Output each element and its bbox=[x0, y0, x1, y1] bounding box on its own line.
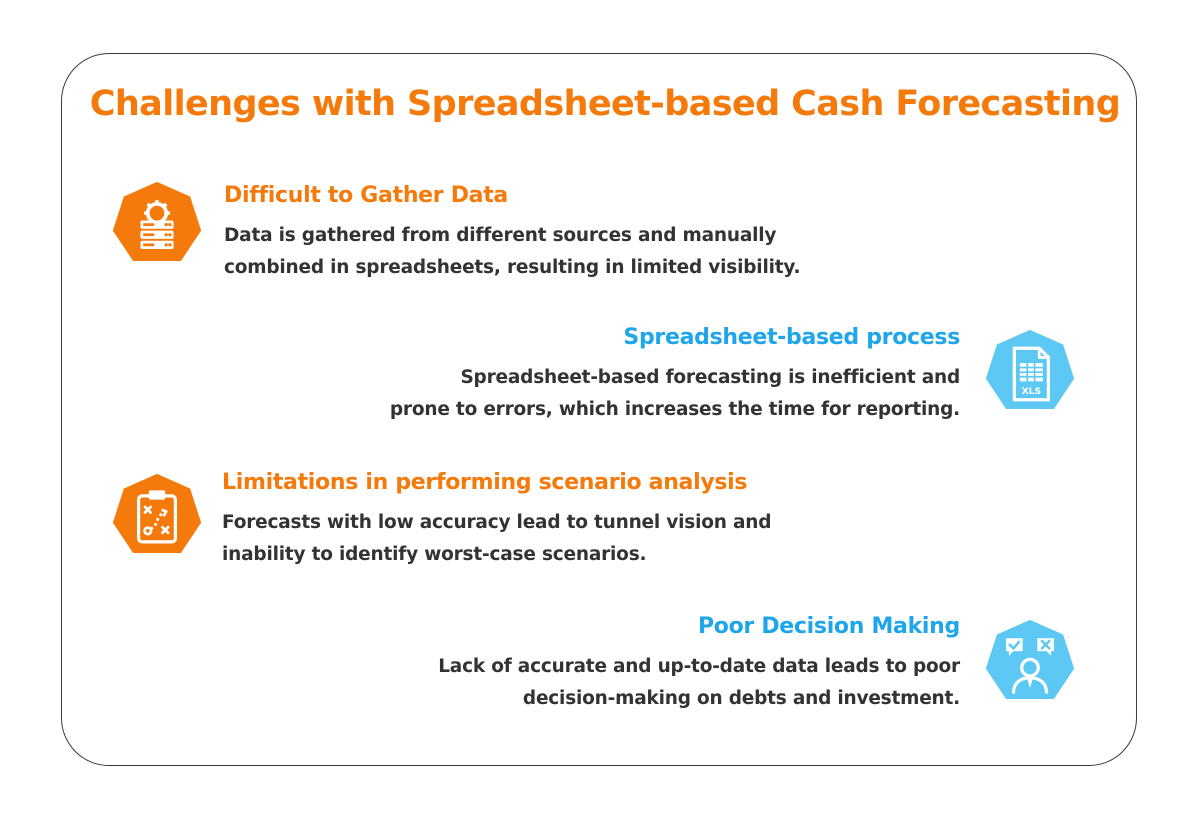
description-line: Lack of accurate and up-to-date data lea… bbox=[438, 656, 960, 677]
page-title: Challenges with Spreadsheet-based Cash F… bbox=[89, 84, 1121, 124]
challenge-heading: Poor Decision Making bbox=[697, 614, 960, 639]
challenge-item-gather-data: Difficult to Gather Data Data is gathere… bbox=[224, 183, 801, 284]
content-card bbox=[61, 53, 1137, 766]
description-line: prone to errors, which increases the tim… bbox=[389, 399, 960, 420]
challenge-description: Data is gathered from different sources … bbox=[224, 220, 801, 284]
challenge-heading: Limitations in performing scenario analy… bbox=[222, 470, 748, 495]
description-line: Spreadsheet-based forecasting is ineffic… bbox=[460, 367, 960, 388]
description-line: Forecasts with low accuracy lead to tunn… bbox=[222, 512, 772, 533]
challenge-description: Lack of accurate and up-to-date data lea… bbox=[438, 651, 960, 715]
challenge-item-scenario-analysis: Limitations in performing scenario analy… bbox=[222, 470, 771, 571]
challenge-description: Spreadsheet-based forecasting is ineffic… bbox=[390, 362, 960, 426]
challenge-description: Forecasts with low accuracy lead to tunn… bbox=[222, 507, 771, 571]
challenge-heading: Spreadsheet-based process bbox=[623, 325, 960, 350]
decision-person-icon bbox=[984, 618, 1076, 710]
data-server-gear-icon bbox=[111, 180, 203, 272]
description-line: combined in spreadsheets, resulting in l… bbox=[224, 257, 801, 278]
xls-label: XLS bbox=[1022, 386, 1042, 397]
description-line: inability to identify worst-case scenari… bbox=[222, 544, 647, 565]
description-line: decision-making on debts and investment. bbox=[522, 688, 960, 709]
xls-file-icon: XLS bbox=[984, 328, 1076, 420]
description-line: Data is gathered from different sources … bbox=[224, 225, 777, 246]
challenge-heading: Difficult to Gather Data bbox=[224, 183, 508, 208]
challenge-item-decision-making: Poor Decision Making Lack of accurate an… bbox=[438, 614, 960, 715]
strategy-clipboard-icon bbox=[111, 472, 203, 564]
challenge-item-spreadsheet-process: Spreadsheet-based process Spreadsheet-ba… bbox=[390, 325, 960, 426]
